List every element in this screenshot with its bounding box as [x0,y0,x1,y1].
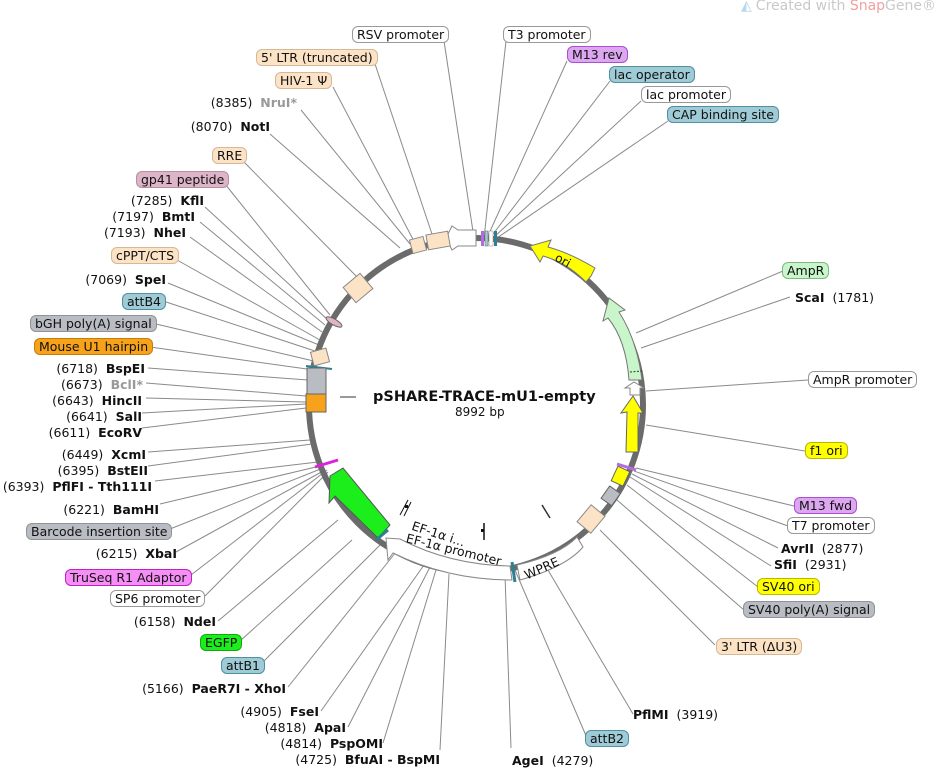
site-agei[interactable]: AgeI (4279) [512,753,594,768]
site-xcmi[interactable]: (6449) XcmI [61,447,146,462]
cppt-feature[interactable] [309,347,331,367]
label-cap-binding[interactable]: CAP binding site [667,106,779,123]
plasmid-length: 8992 bp [455,405,505,419]
label-lac-promoter[interactable]: lac promoter [641,86,731,103]
site-sfii[interactable]: SfiI (2931) [774,557,847,572]
label-gp41[interactable]: gp41 peptide [136,171,230,188]
site-sali[interactable]: (6641) SalI [66,409,142,424]
sv40-polya-feature[interactable] [600,485,622,507]
label-t7-promoter[interactable]: T7 promoter [787,517,875,534]
label-5-ltr[interactable]: 5' LTR (truncated) [256,49,378,66]
label-sv40-polya[interactable]: SV40 poly(A) signal [743,601,876,618]
label-barcode-site[interactable]: Barcode insertion site [26,523,173,540]
truseq-feature[interactable] [314,458,339,469]
site-xhoi[interactable]: (5166) PaeR7I - XhoI [142,681,286,696]
ef1a-promoter-feature[interactable] [385,537,513,581]
label-egfp[interactable]: EGFP [200,634,243,651]
site-pflfi[interactable]: (6393) PflFI - Tth111I [2,479,152,494]
site-bcli[interactable]: (6673) BclI* [61,377,143,392]
site-scai[interactable]: ScaI (1781) [795,290,875,305]
site-bmti[interactable]: (7197) BmtI [112,209,195,224]
hiv-psi-feature[interactable] [408,235,428,255]
label-sp6-promoter[interactable]: SP6 promoter [110,590,206,607]
site-spei[interactable]: (7069) SpeI [85,272,166,287]
lac-promoter-feature[interactable] [488,230,494,247]
site-hincii[interactable]: (6643) HincII [52,393,142,408]
site-bsteii[interactable]: (6395) BstEII [57,463,148,478]
label-attb1[interactable]: attB1 [221,657,265,674]
label-3-ltr[interactable]: 3' LTR (ΔU3) [716,638,803,655]
label-lac-operator[interactable]: lac operator [609,66,695,83]
site-pflmi[interactable]: PflMI (3919) [633,707,719,722]
leader-lines [141,40,809,751]
cap-binding-feature[interactable] [494,231,497,246]
snapgene-logo-icon: ◭ [741,0,752,14]
label-truseq[interactable]: TruSeq R1 Adaptor [65,569,192,586]
ltr3-feature[interactable] [576,504,606,534]
ori-feature[interactable] [529,239,596,283]
site-nrui[interactable]: (8385) NruI* [210,95,297,110]
plasmid-name: pSHARE-TRACE-mU1-empty [373,389,596,405]
site-fsei[interactable]: (4905) FseI [240,704,319,719]
sv40-ori-feature[interactable] [610,465,631,487]
label-hiv-psi[interactable]: HIV-1 Ψ [275,72,333,89]
site-pspomi[interactable]: (4814) PspOMI [280,736,383,751]
site-kfli[interactable]: (7285) KflI [130,193,204,208]
lac-operator-feature[interactable] [484,230,489,247]
label-attb2[interactable]: attB2 [585,730,629,747]
label-f1-ori[interactable]: f1 ori [805,442,848,459]
label-rre[interactable]: RRE [212,147,248,164]
label-ampr[interactable]: AmpR [782,262,830,279]
label-rsv-promoter[interactable]: RSV promoter [352,26,450,43]
label-m13-rev[interactable]: M13 rev [567,46,628,63]
label-sv40-ori[interactable]: SV40 ori [757,578,820,595]
site-nhei[interactable]: (7193) NheI [103,225,186,240]
ltr5-feature[interactable] [425,230,451,251]
label-attb4[interactable]: attB4 [122,293,166,310]
m13-fwd-feature[interactable] [616,462,637,472]
site-bspei[interactable]: (6718) BspEI [56,361,145,376]
label-t3-promoter[interactable]: T3 promoter [503,26,591,43]
label-bgh-polya[interactable]: bGH poly(A) signal [30,315,157,332]
site-xbai[interactable]: (6215) XbaI [95,546,177,561]
label-ampr-promoter[interactable]: AmpR promoter [808,371,918,388]
label-mouse-u1[interactable]: Mouse U1 hairpin [34,338,154,355]
attb1-feature[interactable] [375,528,389,542]
rsv-promoter-feature[interactable] [445,225,477,251]
label-cppt[interactable]: cPPT/CTS [111,247,180,264]
bgh-polya-feature[interactable] [306,367,327,395]
snapgene-watermark: ◭Created with SnapGene® [741,0,936,14]
site-avrii[interactable]: AvrII (2877) [781,541,864,556]
ori-ring-label: ori [553,251,573,271]
attb2-feature[interactable] [510,561,517,583]
f1-ori-feature[interactable] [619,395,644,453]
site-noti[interactable]: (8070) NotI [190,119,270,134]
label-m13-fwd[interactable]: M13 fwd [794,497,858,514]
wpre-feature[interactable] [516,536,584,581]
m13-rev-feature[interactable] [481,231,484,246]
site-bamhi[interactable]: (6221) BamHI [63,502,159,517]
site-ecorv[interactable]: (6611) EcoRV [48,425,142,440]
gp41-feature[interactable] [325,315,344,329]
site-apai[interactable]: (4818) ApaI [264,720,346,735]
ampr-feature[interactable] [602,297,643,381]
mouse-u1-feature[interactable] [305,393,327,413]
site-bfuai[interactable]: (4725) BfuAI - BspMI [295,752,440,767]
site-ndei[interactable]: (6158) NdeI [133,614,216,629]
ampr-promoter-feature[interactable] [623,381,646,396]
rre-feature[interactable] [342,272,374,304]
